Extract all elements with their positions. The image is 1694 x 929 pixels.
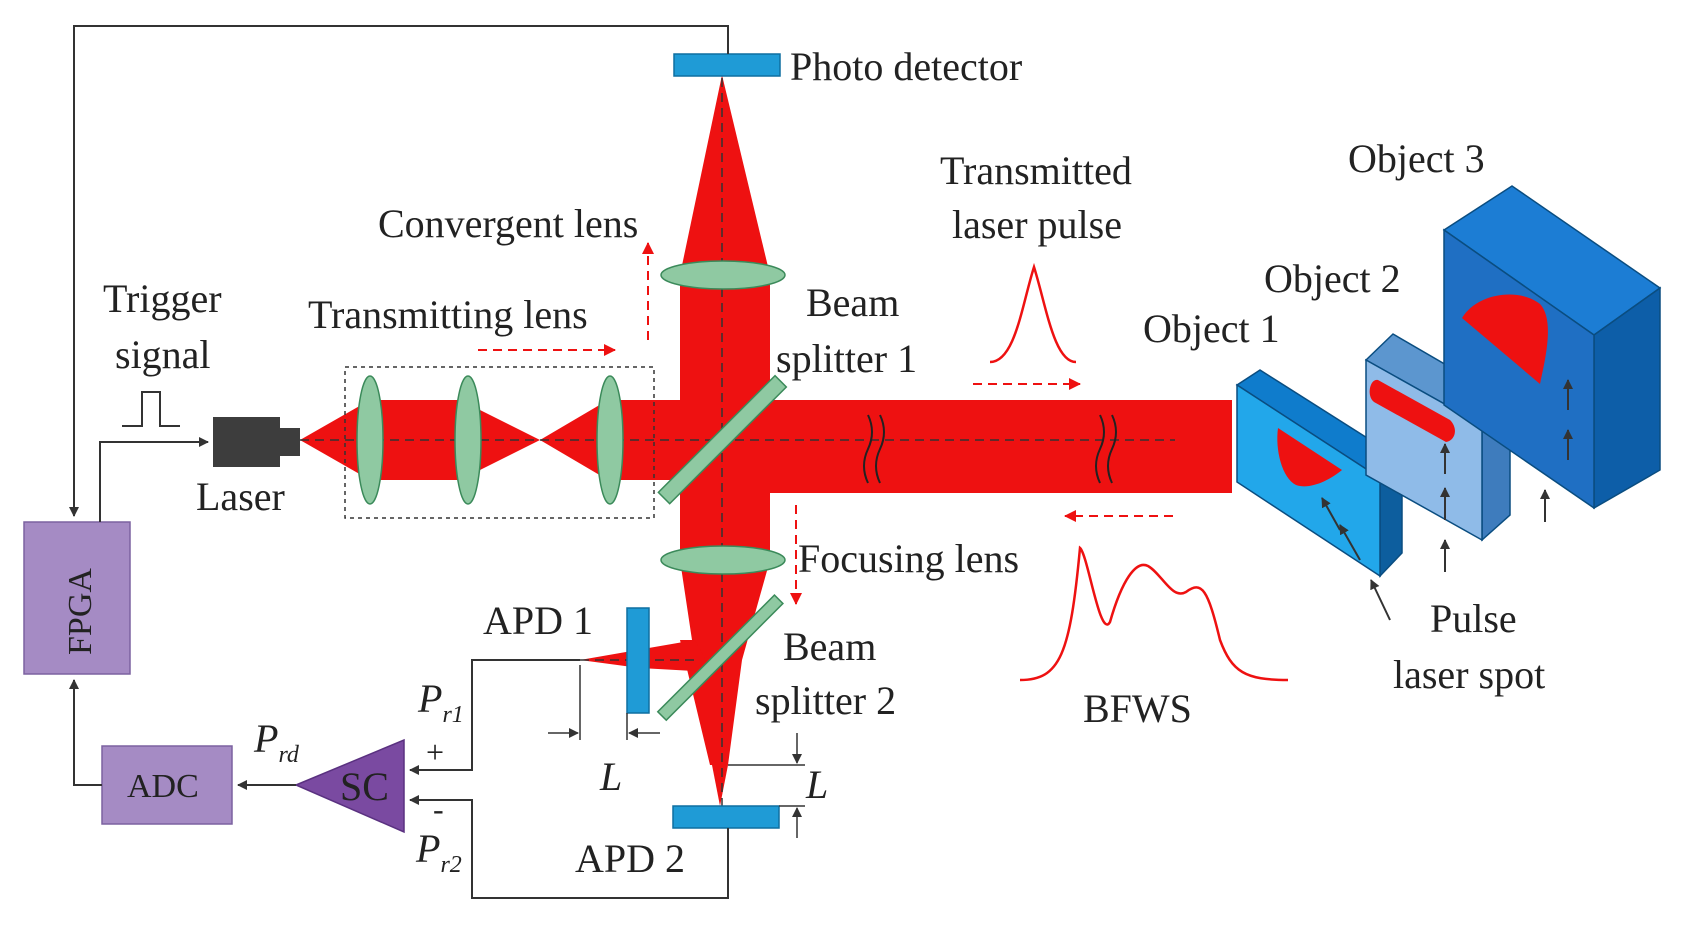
signal-wires xyxy=(69,25,729,899)
beam-splitter-2 xyxy=(656,594,784,722)
trigger-pulse-icon xyxy=(122,391,180,427)
spot-pointer-arrows xyxy=(1321,379,1573,621)
focusing-lens xyxy=(660,545,786,575)
sc-label: SC xyxy=(340,764,389,809)
transmitted-pulse-label-line1: Transmitted xyxy=(940,148,1132,193)
beam-splitter-1-label-line1: Beam xyxy=(806,280,899,325)
focusing-lens-label: Focusing lens xyxy=(798,536,1019,581)
transmitting-lens-3 xyxy=(596,375,624,505)
beam-splitter-2-label-line2: splitter 2 xyxy=(755,678,896,723)
adc-label: ADC xyxy=(127,768,199,805)
transmitting-lens-group xyxy=(344,366,655,519)
object-1-laser-spot xyxy=(1277,428,1342,487)
apd2-label: APD 2 xyxy=(575,836,685,881)
trigger-label-line1: Trigger xyxy=(103,276,222,321)
beam-splitter-1-label-line2: splitter 1 xyxy=(776,336,917,381)
beam-horizontal-main xyxy=(608,400,1232,493)
trigger-label-line2: signal xyxy=(115,332,211,377)
apd1-distance-dimension xyxy=(548,665,660,740)
plus-sign: + xyxy=(426,734,444,770)
transmitting-lens-label: Transmitting lens xyxy=(308,292,588,337)
apd2-distance-dimension xyxy=(728,733,805,838)
beam-apd2-focus xyxy=(712,765,728,806)
bfws-waveform xyxy=(1019,545,1289,682)
fpga-box xyxy=(23,521,131,675)
fpga-label: FPGA xyxy=(62,568,99,655)
transmitting-lens-1 xyxy=(356,375,384,505)
pulse-spot-label-line2: laser spot xyxy=(1393,652,1545,697)
beam-break-marks xyxy=(863,414,1117,484)
laser-device xyxy=(213,417,300,467)
object-2-laser-spot xyxy=(1369,379,1455,442)
apd2-detector xyxy=(672,805,780,829)
photo-detector xyxy=(673,53,781,77)
p-rd-label: Prd xyxy=(253,716,300,768)
beam-splitter-2-label-line1: Beam xyxy=(783,624,876,669)
object-3-laser-spot xyxy=(1462,294,1548,384)
transmitted-pulse-label-line2: laser pulse xyxy=(952,202,1122,247)
transmitted-pulse-waveform xyxy=(989,262,1077,364)
convergent-lens-label: Convergent lens xyxy=(378,201,638,246)
laser-label: Laser xyxy=(196,474,285,519)
beam-segment-lens1-2 xyxy=(370,400,460,480)
pulse-spot-label-line1: Pulse xyxy=(1430,596,1517,641)
laser-beams xyxy=(300,75,1232,806)
apd2-distance-label: L xyxy=(805,762,828,807)
object-3-label: Object 3 xyxy=(1348,136,1485,181)
object-2-label: Object 2 xyxy=(1264,256,1401,301)
p-r1-label: Pr1 xyxy=(417,676,464,728)
transmitting-lens-2 xyxy=(454,375,482,505)
direction-arrows xyxy=(478,242,1173,605)
object-1-label: Object 1 xyxy=(1143,306,1280,351)
minus-sign: - xyxy=(433,791,444,827)
apd1-detector xyxy=(626,607,650,714)
apd1-distance-label: L xyxy=(599,754,622,799)
p-r2-label: Pr2 xyxy=(415,826,462,878)
transmitting-lens-frame xyxy=(344,366,655,519)
object-3 xyxy=(1442,185,1662,510)
apd1-label: APD 1 xyxy=(483,598,593,643)
bfws-label: BFWS xyxy=(1083,686,1192,731)
sc-triangle xyxy=(294,738,405,834)
beam-splitter-1 xyxy=(657,374,788,505)
photo-detector-label: Photo detector xyxy=(790,44,1022,89)
convergent-lens xyxy=(660,260,786,290)
beam-vertical-upper xyxy=(680,75,770,400)
